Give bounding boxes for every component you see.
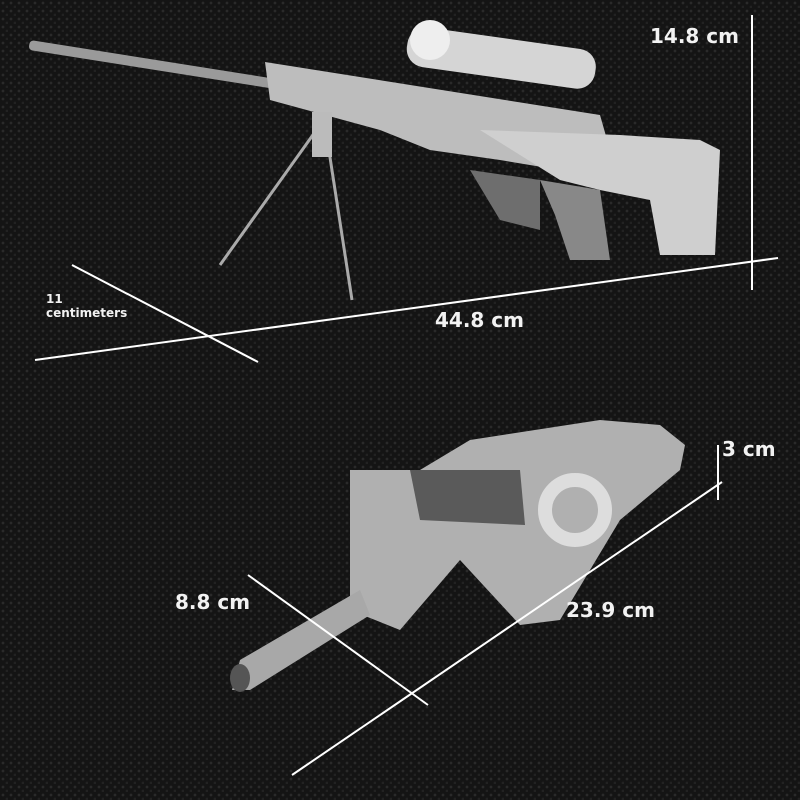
smg-width-label: 8.8 cm (175, 590, 251, 614)
sniper-rifle-image (29, 20, 720, 301)
rifle-width-unit: centimeters (46, 306, 128, 320)
rifle-width-label: 11 centimeters (46, 292, 127, 320)
smg-length-line (291, 481, 723, 776)
smg-height-label: 3 cm (722, 437, 776, 461)
dimension-lines (34, 15, 779, 776)
rifle-width-value: 11 (46, 292, 63, 306)
smg-length-label: 23.9 cm (566, 598, 656, 622)
smg-width-line (247, 574, 429, 706)
rifle-height-label: 14.8 cm (650, 24, 740, 48)
smg-image (230, 420, 685, 692)
rifle-length-label: 44.8 cm (435, 308, 525, 332)
rifle-length-line (34, 257, 779, 361)
rifle-width-line (71, 264, 259, 363)
